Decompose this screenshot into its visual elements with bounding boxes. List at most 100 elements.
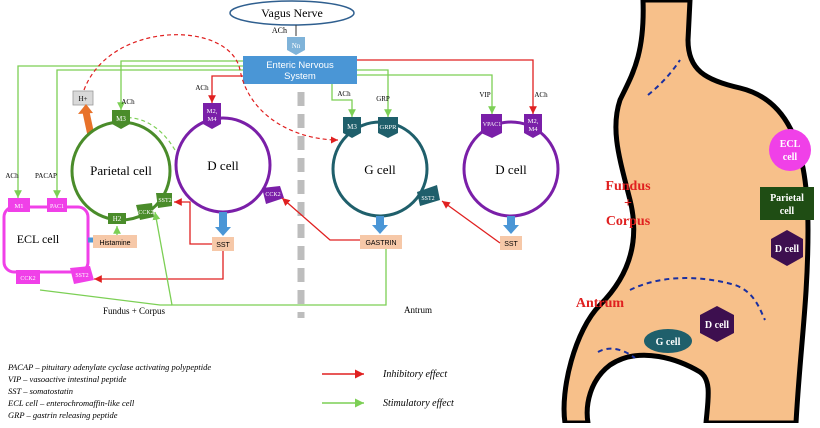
vip-label: VIP <box>479 91 490 99</box>
ens-line2: System <box>284 71 316 82</box>
antrum-label: Antrum <box>404 305 432 315</box>
inhibitory-legend-label: Inhibitory effect <box>382 369 447 380</box>
stomach-g-cell <box>644 329 692 353</box>
enteric-nervous-system <box>243 56 357 84</box>
nn-receptor <box>287 37 305 55</box>
stomach-dcell-upper-label: D cell <box>775 244 799 255</box>
sst-left-label: SST <box>216 242 230 249</box>
hplus-inhibits-gcell-arrow <box>83 34 339 144</box>
gastrin-to-parietal-line <box>152 211 387 306</box>
stomach-ecl-1: ECL <box>780 139 801 150</box>
m1-receptor-ecl <box>8 198 30 212</box>
cck2-receptor-parietal <box>136 203 154 220</box>
ens-to-vpac1-line <box>357 74 496 114</box>
abbr-sst: SST – somatostatin <box>8 386 73 396</box>
ens-to-ecl-m1-line <box>14 65 243 198</box>
abbreviation-legend: PACAP – pituitary adenylate cyclase acti… <box>7 362 211 420</box>
sst2-ecl-label: SST2 <box>75 273 88 279</box>
d-cell-left-label: D cell <box>207 158 239 173</box>
ens-to-m3-line <box>117 60 243 110</box>
ecl-cell-label: ECL cell <box>17 232 60 246</box>
sst2-receptor-ecl <box>70 266 94 284</box>
grpr-receptor <box>378 117 398 138</box>
vpac1-label: VPAC1 <box>483 122 501 128</box>
acid-arrow-head <box>78 104 93 114</box>
sst2-receptor-gcell <box>417 185 440 206</box>
antrum-border-line <box>629 277 766 321</box>
sst2-receptor-parietal <box>156 193 172 208</box>
dleft-arrow-head <box>215 227 231 236</box>
stomach-d-cell-lower <box>700 306 734 342</box>
hplus-label: H+ <box>78 95 87 103</box>
ach-gcell-label: ACh <box>337 90 351 98</box>
m2m4-dright-label-1: M2, <box>528 118 539 125</box>
ach-ecl-label: ACh <box>5 172 19 180</box>
ens-to-dleft-line <box>208 75 243 103</box>
stomach-d-cell-upper <box>771 230 803 266</box>
vagus-ach-label: ACh <box>272 26 287 35</box>
pylorus-line <box>597 347 636 359</box>
esophageal-junction-line <box>647 59 681 96</box>
gastrin-label: GASTRIN <box>365 240 396 247</box>
cck2-receptor-dcell <box>262 186 284 204</box>
sst-left-box <box>212 237 234 251</box>
abbr-pacap: PACAP – pituitary adenylate cyclase acti… <box>7 362 211 372</box>
vagus-nerve <box>229 0 355 26</box>
g-cell-label: G cell <box>364 162 396 177</box>
gastrin-box <box>360 235 402 249</box>
sst2-gcell-label: SST2 <box>421 196 434 202</box>
pac1-label: PAC1 <box>50 204 64 210</box>
sst2-parietal-label: SST2 <box>158 198 171 204</box>
stomach-dcell-lower-label: D cell <box>705 320 729 331</box>
stomach-fundus-label: Fundus <box>605 179 651 194</box>
ens-line1: Enteric Nervous <box>266 60 334 71</box>
nn-label: Nn <box>292 42 301 50</box>
vagus-nerve-label: Vagus Nerve <box>261 6 323 20</box>
sst-inhibits-ecl-line <box>94 251 224 283</box>
abbr-ecl: ECL cell – enterochromaffin-like cell <box>7 398 135 408</box>
h2-label: H2 <box>113 215 122 223</box>
d-cell-right-label: D cell <box>495 162 527 177</box>
m3-gcell-label: M3 <box>347 123 357 131</box>
ens-to-g-m3-line <box>331 84 356 117</box>
m1-ecl-label: M1 <box>14 203 23 210</box>
grp-label: GRP <box>376 95 390 103</box>
cck2-receptor-ecl <box>16 270 40 284</box>
stomach-parietal-1: Parietal <box>770 193 804 204</box>
sst-right-box <box>500 236 522 250</box>
stomach-ecl-2: cell <box>783 152 798 163</box>
cck2-parietal-label: CCK2 <box>138 210 153 216</box>
ach-dleft-label: ACh <box>195 84 209 92</box>
histamine-label: Histamine <box>99 240 130 247</box>
stimulatory-legend-label: Stimulatory effect <box>383 398 454 409</box>
ach-dright-label: ACh <box>534 91 548 99</box>
pac1-receptor <box>47 198 67 212</box>
grpr-label: GRPR <box>380 124 398 131</box>
abbr-grp: GRP – gastrin releasing peptide <box>8 410 118 420</box>
pacap-label: PACAP <box>35 172 57 180</box>
sst-inhibits-gcell-line <box>441 200 501 244</box>
gcell-arrow-head <box>372 225 388 234</box>
stomach-parietal-cell <box>760 187 814 220</box>
ens-to-pac1-line <box>53 69 243 198</box>
dright-arrow-head <box>503 225 519 234</box>
vpac1-receptor <box>481 114 502 138</box>
ens-to-grpr-line <box>357 69 392 117</box>
ens-to-dright-line <box>357 59 537 114</box>
sst-inhibits-parietal-line <box>174 198 212 245</box>
m2m4-dright-label-2: M4 <box>528 126 538 133</box>
gastrin-to-dcell-line <box>281 197 360 241</box>
m2m4-receptor-dright <box>524 114 542 138</box>
hplus-box <box>72 90 94 106</box>
fundus-corpus-label: Fundus + Corpus <box>103 306 166 316</box>
cck2-dcell-label: CCK2 <box>265 192 280 198</box>
gastrin-to-ecl-line <box>39 289 172 306</box>
stomach-parietal-2: cell <box>780 206 795 217</box>
m3-parietal-label: M3 <box>116 115 126 123</box>
ach-m3-label: ACh <box>121 98 135 106</box>
stomach-antrum-label: Antrum <box>576 296 625 311</box>
m2m4-dleft-label-2: M4 <box>207 116 217 123</box>
cck2-ecl-label: CCK2 <box>20 276 35 282</box>
stomach-corpus-label: Corpus <box>606 214 651 229</box>
